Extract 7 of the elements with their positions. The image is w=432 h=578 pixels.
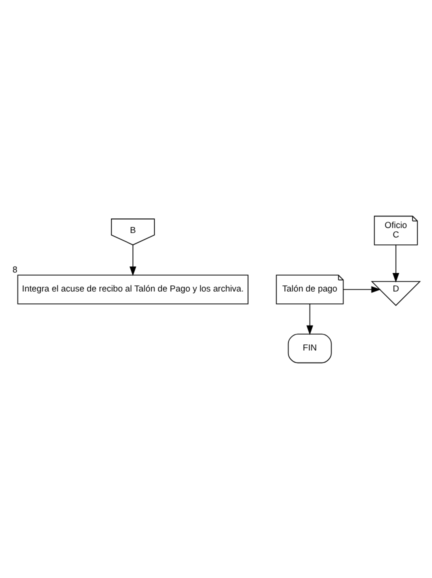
arrow [130,244,136,276]
node-box: FIN [288,333,332,363]
arrow [343,286,381,292]
node-box: Integra el acuse de recibo al Talón de Pago y los archiva. [17,274,248,304]
arrow [392,244,400,282]
arrow [306,303,314,334]
node-label: 8 [12,264,18,274]
